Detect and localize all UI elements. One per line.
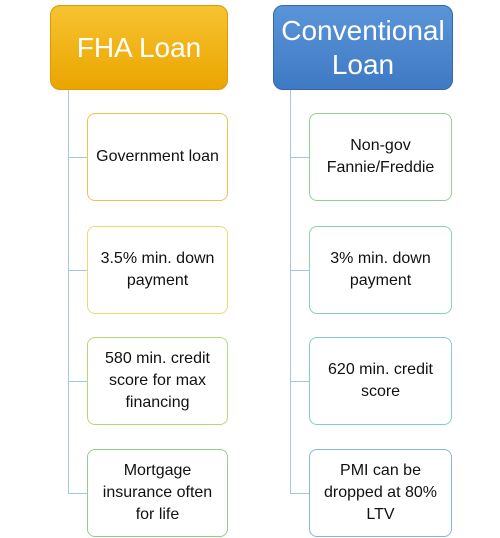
fha-item-down-payment: 3.5% min. down payment	[87, 226, 228, 314]
conventional-item-non-gov: Non-gov Fannie/Freddie	[309, 113, 452, 201]
conventional-branch-line	[290, 270, 309, 271]
fha-branch-line	[68, 270, 87, 271]
fha-branch-line	[68, 157, 87, 158]
conventional-connector-line	[290, 90, 291, 494]
fha-item-credit-score: 580 min. credit score for max financing	[87, 337, 228, 425]
fha-loan-header: FHA Loan	[50, 5, 228, 90]
conventional-branch-line	[290, 381, 309, 382]
fha-item-mortgage-insurance: Mortgage insurance often for life	[87, 449, 228, 537]
fha-connector-line	[68, 90, 69, 494]
conventional-branch-line	[290, 157, 309, 158]
conventional-item-pmi: PMI can be dropped at 80% LTV	[309, 449, 452, 537]
fha-item-government-loan: Government loan	[87, 113, 228, 201]
conventional-item-down-payment: 3% min. down payment	[309, 226, 452, 314]
conventional-loan-column: Conventional Loan Non-gov Fannie/Freddie…	[250, 0, 490, 538]
fha-branch-line	[68, 381, 87, 382]
fha-branch-line	[68, 493, 87, 494]
fha-loan-column: FHA Loan Government loan 3.5% min. down …	[0, 0, 240, 538]
conventional-item-credit-score: 620 min. credit score	[309, 337, 452, 425]
conventional-branch-line	[290, 493, 309, 494]
conventional-loan-header: Conventional Loan	[273, 5, 453, 90]
